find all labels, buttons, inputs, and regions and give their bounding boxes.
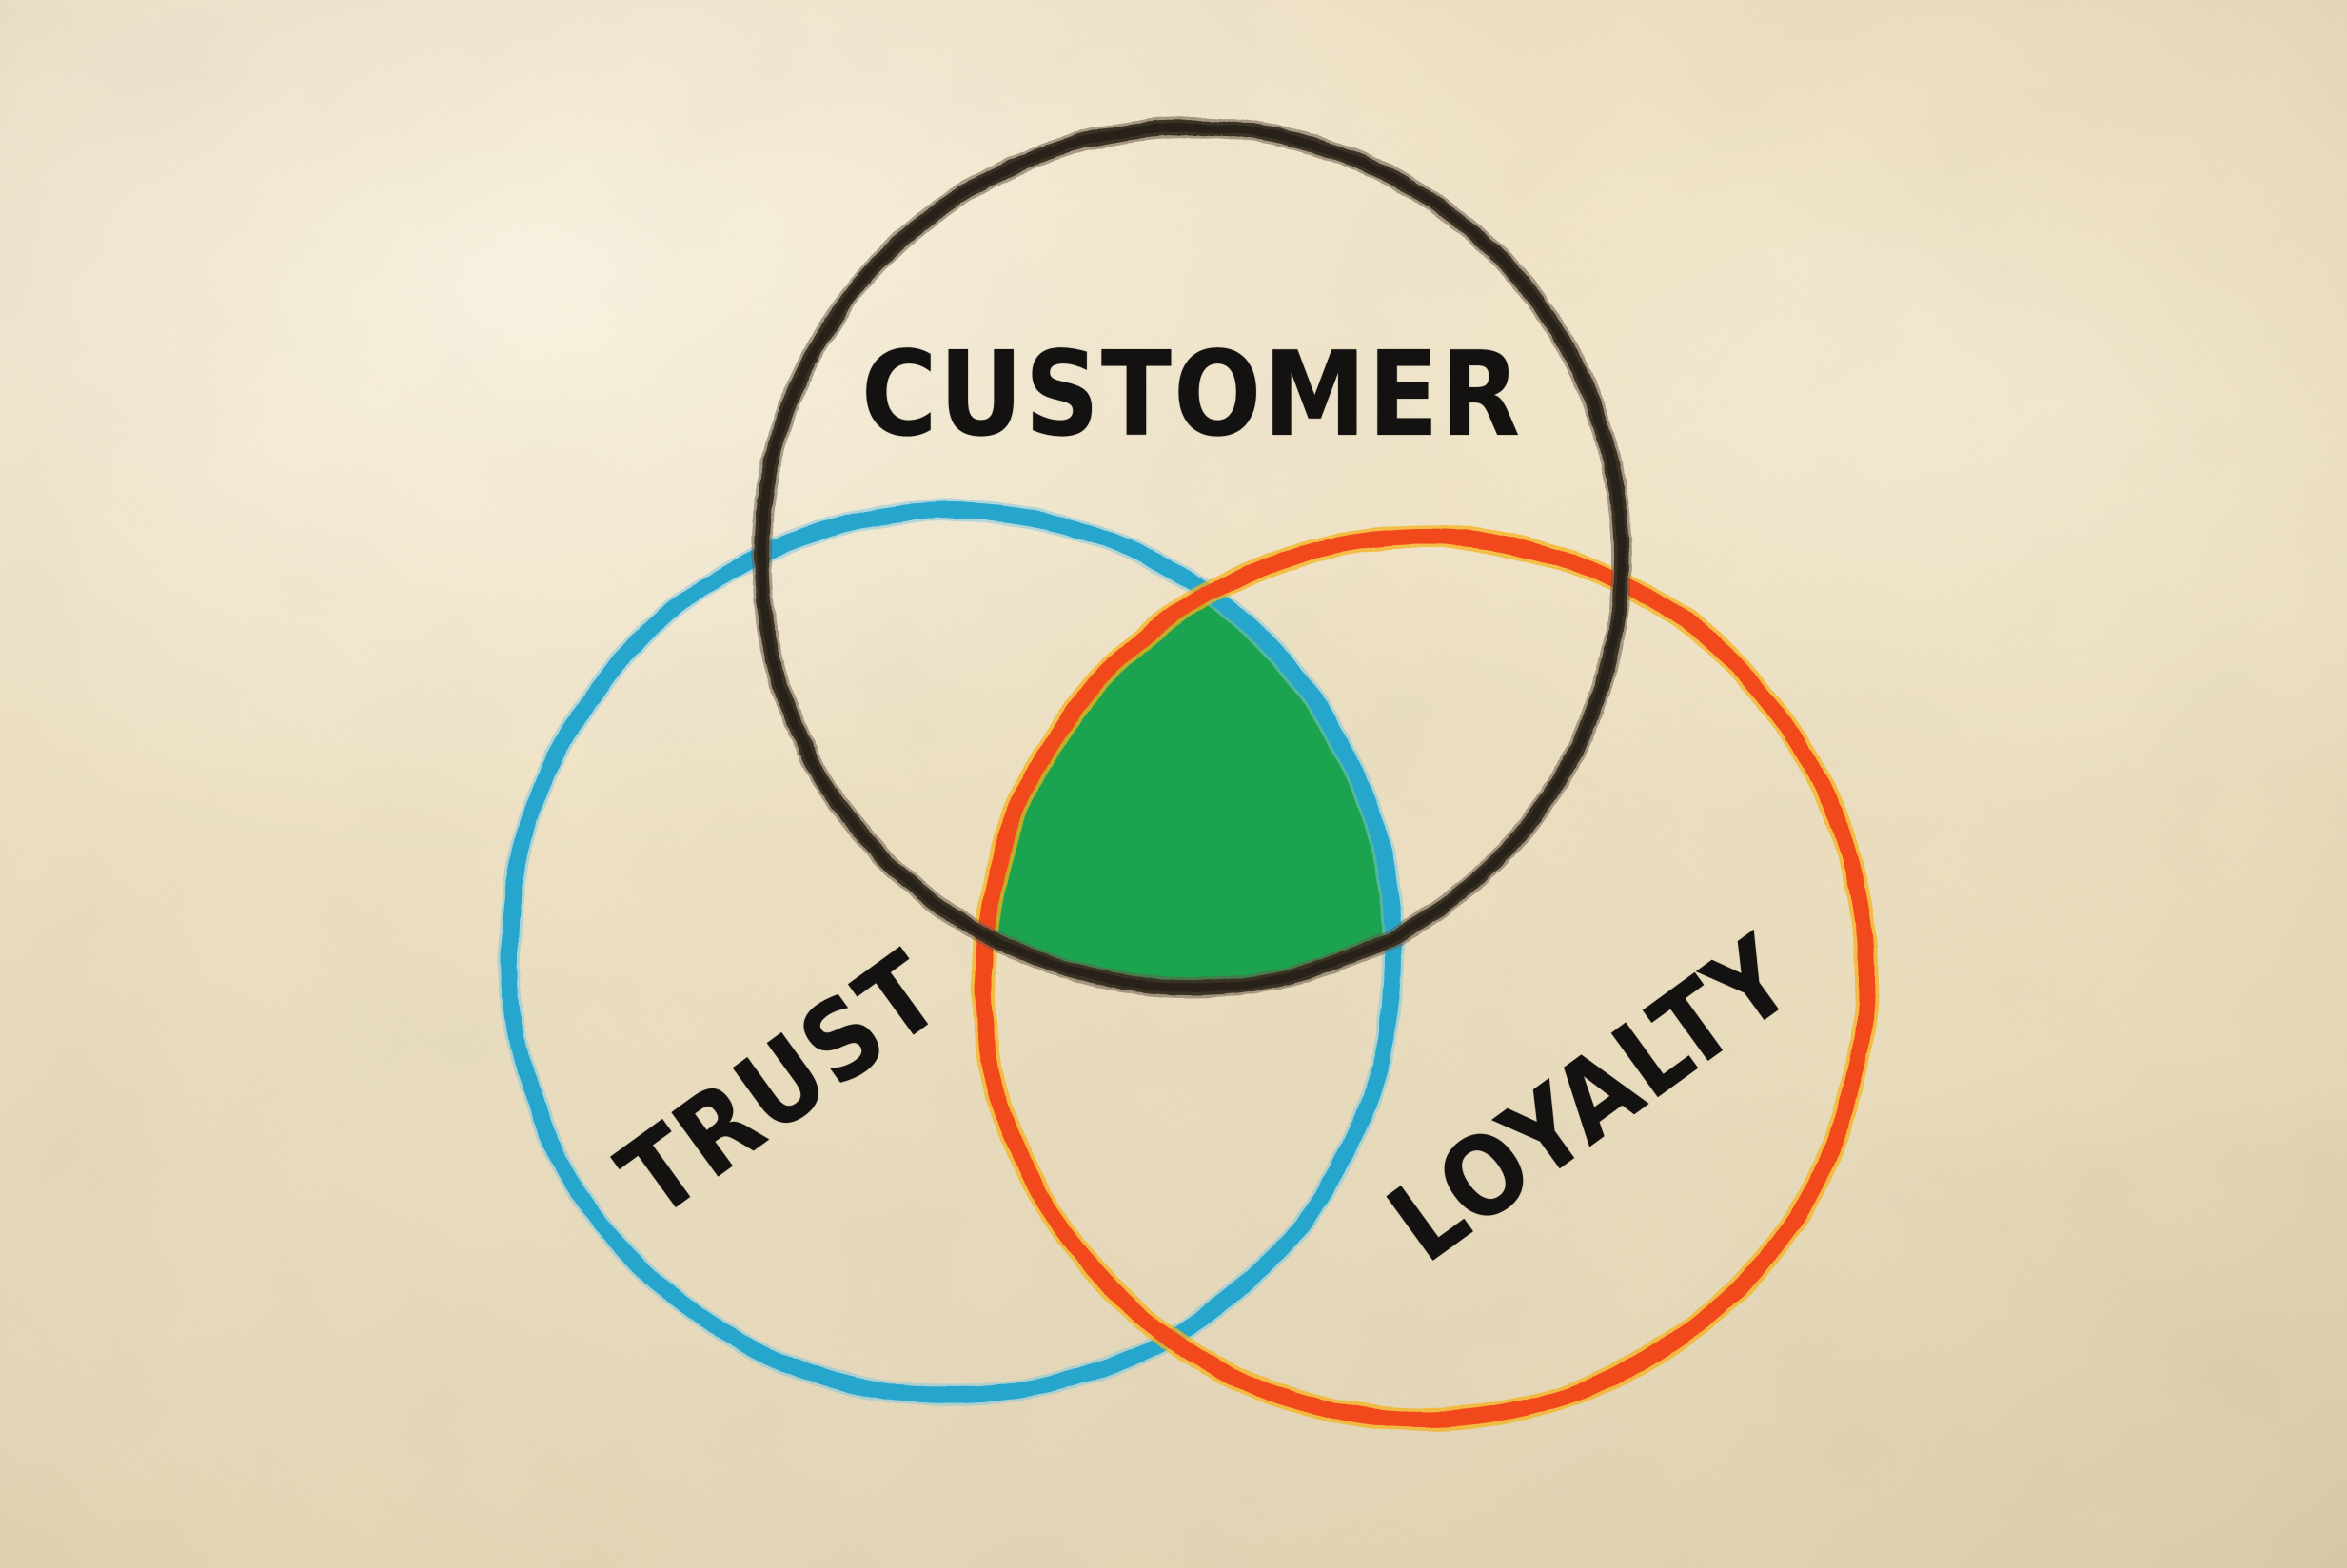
- circle-customer[interactable]: [751, 117, 1632, 998]
- circle-loyalty[interactable]: [971, 524, 1879, 1432]
- set-label-customer: CUSTOMER: [860, 326, 1523, 463]
- circle-trust[interactable]: [498, 500, 1406, 1407]
